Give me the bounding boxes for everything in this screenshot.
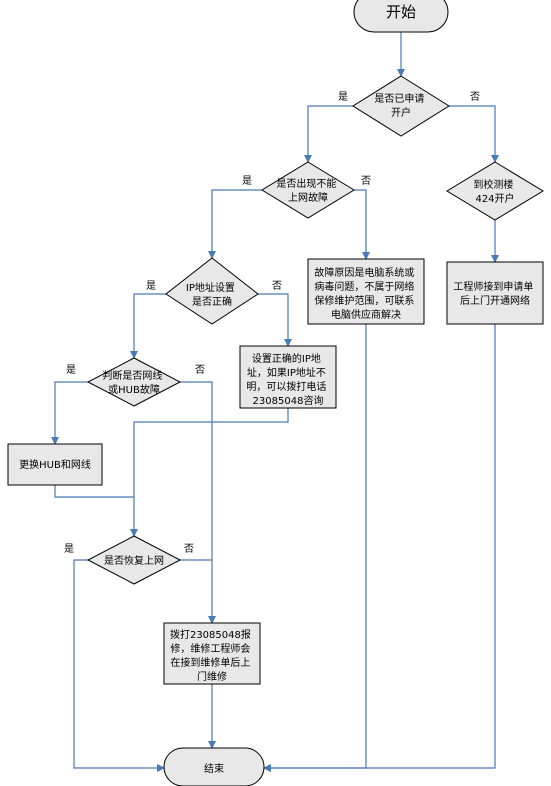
svg-text:拨打23085048报 修，维修工程师会: 拨打23085048报 修，维修工程师会 在接到维修单后上 门维修: [170, 628, 254, 683]
connector-applied-yes: [304, 105, 353, 163]
end-label: 结束: [204, 762, 224, 775]
connector-setip-to-restored: [130, 408, 289, 537]
label-applied-no: 否: [470, 91, 480, 103]
connector-restored-yes: [73, 559, 165, 772]
connector-replace-to-restored: [54, 485, 134, 498]
connectors: [51, 32, 499, 772]
decision-goto-campus: 到校测楼 424开户: [446, 161, 544, 221]
process-call-repair: 拨打23085048报 修，维修工程师会 在接到维修单后上 门维修: [163, 622, 261, 685]
restored-label: 是否恢复上网: [104, 554, 164, 567]
label-restored-yes: 是: [64, 543, 74, 555]
label-restored-no: 否: [184, 543, 194, 555]
connector-cable-no: [180, 381, 216, 624]
decision-applied: 是否已申请 开户: [352, 75, 450, 137]
label-cable-yes: 是: [66, 364, 76, 376]
decision-cable-hub: 判断是否网线 或HUB故障: [86, 357, 182, 407]
process-set-ip: 设置正确的IP地 址，如果IP地址不 明，可以拨打电话 23085048咨询: [239, 345, 337, 409]
connector-cannot-yes: [208, 189, 262, 259]
process-replace-hub: 更换HUB和网线: [7, 443, 103, 486]
label-cable-no: 否: [195, 364, 205, 376]
label-applied-yes: 是: [338, 91, 348, 103]
connector-cannot-no: [354, 189, 370, 260]
label-ip-yes: 是: [146, 280, 156, 292]
decision-cannot-connect: 是否出现不能 上网故障: [261, 161, 355, 219]
svg-text:故障原因是电脑系统或 病毒问题，不属于网络: 故障原因是电脑系统或 病毒问题，不属于网络 保修维护范围，可联系 电脑供应商解决: [314, 266, 417, 321]
start-label: 开始: [386, 3, 416, 21]
connector-ip-no: [258, 293, 292, 347]
svg-text:是否出现不能 上网故障: 是否出现不能 上网故障: [276, 177, 339, 204]
label-cannot-yes: 是: [242, 175, 252, 187]
end-node: 结束: [163, 747, 265, 786]
svg-text:工程师接到申请单 后上门开通网络: 工程师接到申请单 后上门开通网络: [453, 280, 536, 307]
svg-text:设置正确的IP地 址，如果IP地址不: 设置正确的IP地 址，如果IP地址不 明，可以拨打电话 23085048咨询: [246, 352, 329, 407]
svg-text:到校测楼 424开户: 到校测楼 424开户: [473, 178, 516, 205]
connector-ip-yes: [130, 293, 166, 359]
label-ip-no: 否: [272, 280, 282, 292]
svg-text:是否已申请 开户: 是否已申请 开户: [374, 92, 427, 119]
label-cannot-no: 否: [361, 175, 371, 187]
connector-applied-no: [449, 105, 499, 163]
replace-hub-label: 更换HUB和网线: [19, 458, 91, 471]
decision-ip-correct: IP地址设置 是否正确: [165, 257, 259, 325]
process-engineer-open: 工程师接到申请单 后上门开通网络: [446, 261, 544, 325]
decision-restored: 是否恢复上网: [86, 535, 182, 585]
svg-text:判断是否网线 或HUB故障: 判断是否网线 或HUB故障: [102, 369, 165, 396]
svg-text:IP地址设置 是否正确: IP地址设置 是否正确: [186, 281, 238, 308]
start-node: 开始: [353, 0, 449, 33]
branch-labels: 是 否 是 否 是 否 是 否 是 否: [64, 91, 480, 555]
process-computer-issue: 故障原因是电脑系统或 病毒问题，不属于网络 保修维护范围，可联系 电脑供应商解决: [307, 258, 425, 325]
connector-cable-yes: [51, 381, 88, 445]
connector-computer-to-end: [263, 324, 367, 772]
